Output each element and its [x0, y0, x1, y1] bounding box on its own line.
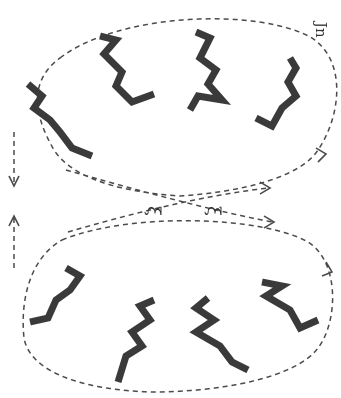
- down-arrow: [9, 132, 19, 186]
- chain-lower-2: [118, 300, 154, 382]
- chain-upper-2: [100, 36, 154, 102]
- loop-arrow-right-lower: [322, 262, 332, 276]
- chain-upper-1: [28, 84, 92, 156]
- chain-upper-3: [190, 32, 222, 110]
- loop-arrow-right-upper: [316, 148, 326, 162]
- chain-upper-4: [256, 58, 296, 126]
- chain-lower-3: [196, 298, 248, 370]
- corner-label: Jn: [312, 20, 330, 38]
- xi-label-left: ξ: [143, 206, 164, 216]
- up-arrow: [9, 216, 19, 268]
- chain-lower-4: [262, 282, 318, 328]
- chain-lower-1: [30, 268, 80, 322]
- crossing-arrow-down: [66, 170, 274, 228]
- xi-label-right: ξ: [203, 206, 224, 216]
- upper-dashed-loop: [37, 19, 336, 196]
